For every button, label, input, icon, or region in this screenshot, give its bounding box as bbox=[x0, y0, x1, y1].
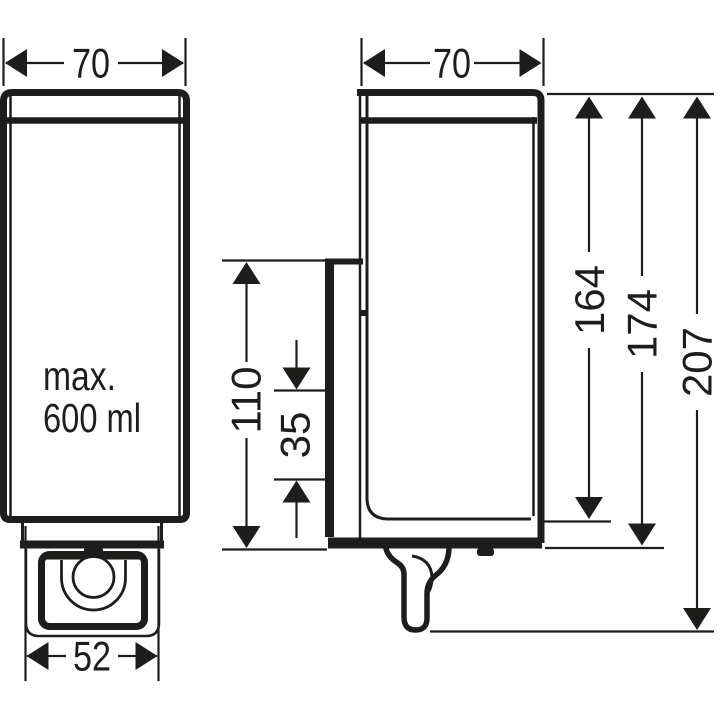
front-body-outline bbox=[0, 89, 190, 523]
pump-spout-channel bbox=[60, 560, 127, 612]
capacity-value-label: 600 ml bbox=[43, 395, 141, 441]
arrowhead-down bbox=[628, 523, 656, 546]
dimension-side-depth: 70 bbox=[360, 38, 545, 87]
overall-height-value: 207 bbox=[673, 327, 720, 397]
body-height-value: 164 bbox=[566, 265, 613, 335]
arrowhead-left bbox=[26, 642, 49, 670]
dimension-heights: 164 174 207 bbox=[430, 92, 720, 633]
front-view: max. 600 ml bbox=[0, 89, 190, 638]
dimension-bracket-height: 110 bbox=[222, 259, 327, 551]
side-spout-outline bbox=[383, 546, 452, 633]
slot-offset-value: 35 bbox=[271, 412, 318, 459]
bracket-height-value: 110 bbox=[222, 367, 269, 434]
capacity-max-label: max. bbox=[43, 353, 116, 399]
arrowhead-right bbox=[519, 49, 542, 77]
arrowhead-right bbox=[135, 642, 158, 670]
side-bottom-tab bbox=[477, 548, 494, 556]
arrowhead-up bbox=[232, 262, 261, 284]
arrowhead-right bbox=[162, 49, 184, 77]
pump-top-tab bbox=[84, 548, 103, 556]
mount-height-value: 174 bbox=[618, 289, 665, 359]
arrowhead-up bbox=[683, 96, 711, 119]
pump-nozzle bbox=[71, 555, 116, 599]
side-body-outline bbox=[357, 89, 545, 543]
side-view bbox=[325, 89, 545, 633]
bracket-screw-mark bbox=[359, 310, 368, 316]
arrowhead-down bbox=[232, 526, 261, 548]
arrowhead-up bbox=[282, 480, 311, 503]
arrowhead-down bbox=[282, 367, 311, 390]
dimension-slot-offset: 35 bbox=[271, 340, 325, 538]
arrowhead-up bbox=[628, 96, 656, 119]
arrowhead-up bbox=[575, 96, 603, 119]
arrowhead-left bbox=[363, 49, 385, 77]
arrowhead-left bbox=[5, 49, 27, 77]
dimension-pump-width: 52 bbox=[24, 526, 160, 681]
dimension-front-width: 70 bbox=[2, 38, 187, 87]
arrowhead-down bbox=[575, 497, 603, 519]
side-depth-value: 70 bbox=[433, 40, 471, 87]
side-spout-inner-line bbox=[411, 554, 434, 595]
side-wall-left-inner bbox=[365, 96, 531, 521]
pump-width-value: 52 bbox=[73, 633, 111, 680]
arrowhead-down bbox=[683, 608, 711, 630]
front-width-value: 70 bbox=[72, 40, 110, 87]
